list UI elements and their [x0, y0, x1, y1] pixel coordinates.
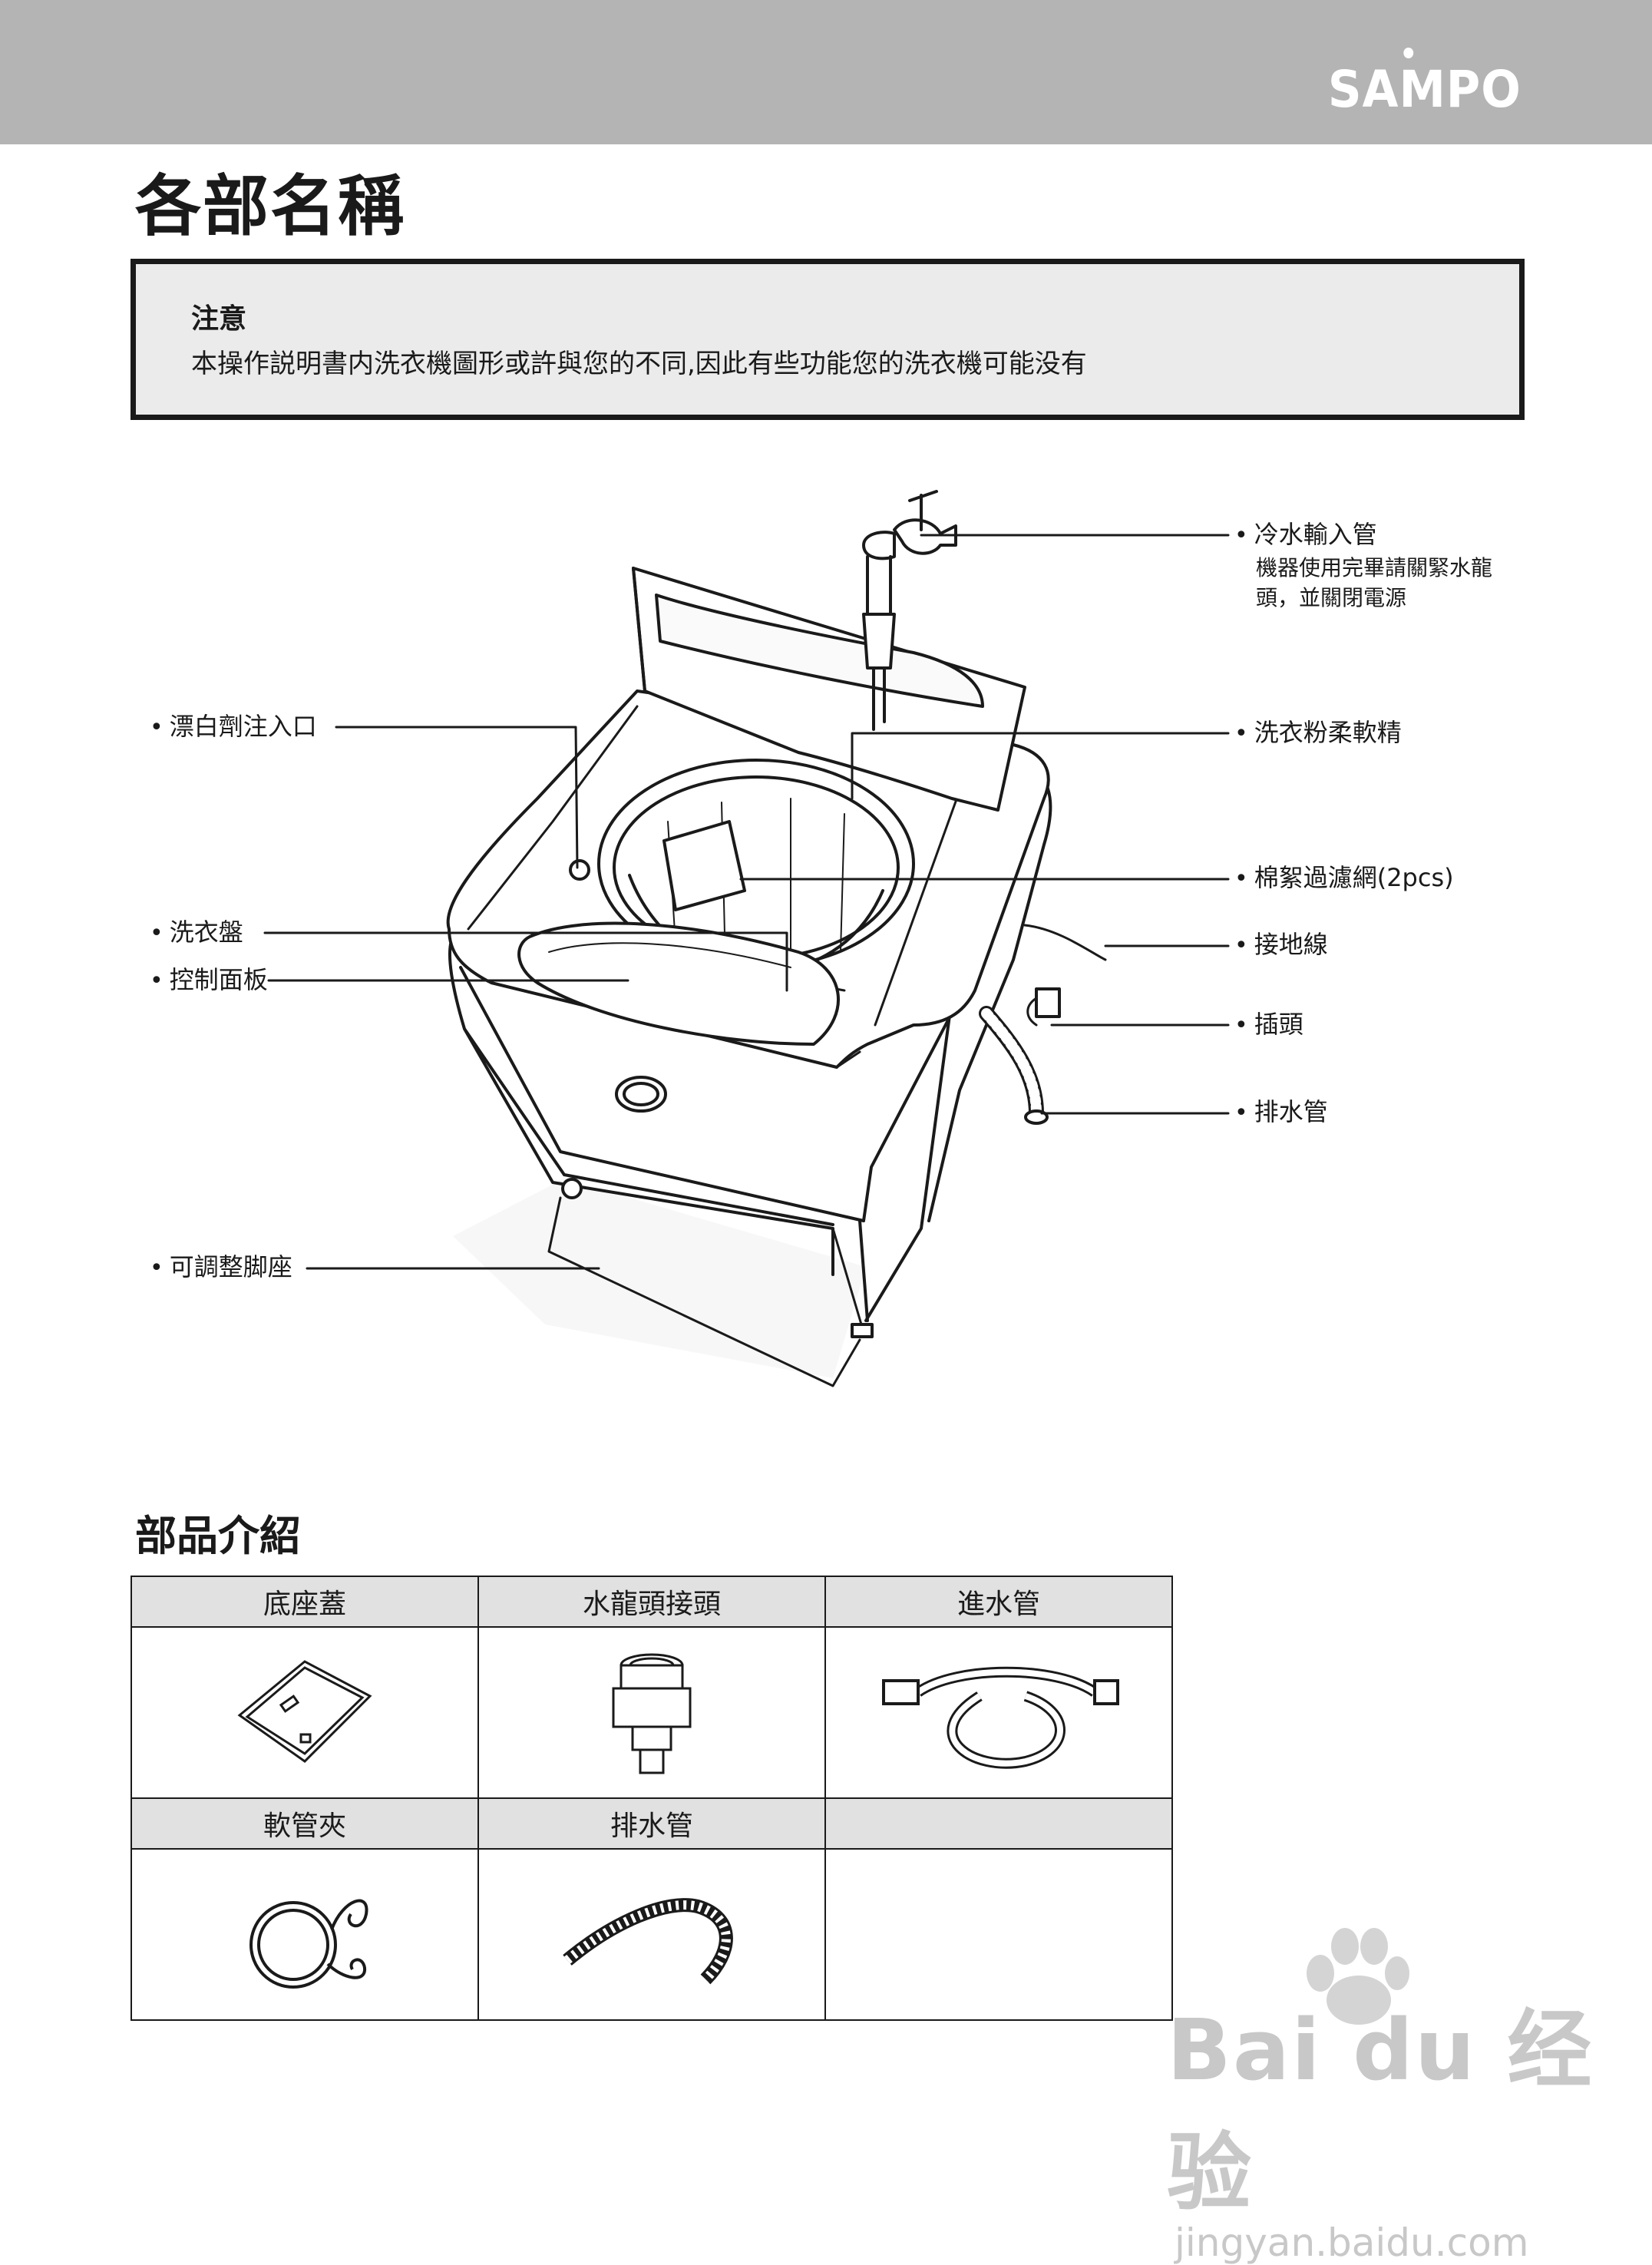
callout-bleach-inlet: •漂白劑注入口: [150, 711, 317, 743]
part-name-hose-clamp: 軟管夾: [131, 1797, 479, 1850]
bullet-icon: •: [1234, 720, 1248, 747]
bullet-icon: •: [1234, 522, 1248, 549]
part-name-base-cover: 底座蓋: [131, 1576, 479, 1628]
parts-header-row: 底座蓋 水龍頭接頭 進水管: [131, 1576, 1173, 1628]
watermark: Bai du 经验 jingyan.baidu.com: [1167, 1928, 1652, 2265]
paw-logo-icon: [1307, 1928, 1409, 2025]
watermark-main: Bai du 经验: [1167, 2001, 1594, 2222]
callout-tub: •洗衣盤: [150, 917, 243, 949]
part-image-cell-empty: [824, 1848, 1173, 2021]
part-image-cell: [131, 1626, 479, 1799]
label-bleach-inlet: 漂白劑注入口: [169, 712, 317, 741]
page-title: 各部名稱: [135, 168, 405, 245]
watermark-url: jingyan.baidu.com: [1175, 2220, 1529, 2265]
part-image-cell: [824, 1626, 1173, 1799]
label-cold-water-inlet: 冷水輸入管: [1254, 520, 1377, 549]
washing-machine-illustration: [263, 490, 1230, 1387]
label-lint-filter: 棉絮過濾網(2pcs): [1254, 863, 1454, 892]
base-cover-icon: [237, 1659, 372, 1763]
callout-drain-hose: •排水管: [1234, 1096, 1328, 1129]
label-control-panel: 控制面板: [169, 965, 268, 994]
part-name-tap-adapter: 水龍頭接頭: [477, 1576, 826, 1628]
parts-image-row: [131, 1626, 1173, 1799]
parts-header-row: 軟管夾 排水管: [131, 1797, 1173, 1850]
label-ground-wire: 接地線: [1254, 930, 1328, 959]
callout-adjustable-feet: •可調整脚座: [150, 1252, 292, 1284]
bullet-icon: •: [150, 967, 164, 994]
callout-plug: •插頭: [1234, 1009, 1303, 1041]
notice-box: 注意 本操作説明書内洗衣機圖形或許與您的不同,因此有些功能您的洗衣機可能没有: [131, 259, 1525, 420]
bullet-icon: •: [1234, 932, 1248, 959]
bullet-icon: •: [1234, 865, 1248, 892]
part-name-drain-hose: 排水管: [477, 1797, 826, 1850]
hose-clamp-icon: [249, 1899, 368, 1989]
bullet-icon: •: [150, 920, 164, 947]
header-band: [0, 0, 1652, 144]
bullet-icon: •: [1234, 1012, 1248, 1039]
label-drain-hose: 排水管: [1254, 1097, 1328, 1126]
bullet-icon: •: [150, 714, 164, 741]
part-image-cell: [477, 1848, 826, 2021]
inlet-hose-icon: [882, 1666, 1119, 1769]
cold-water-note: 機器使用完畢請關緊水龍頭，並關閉電源: [1256, 555, 1493, 610]
brand-name: SAMPO: [1328, 60, 1521, 119]
drain-hose-icon: [563, 1897, 733, 1984]
callout-softener: •洗衣粉柔軟精: [1234, 717, 1402, 749]
callout-cold-water-inlet: •冷水輸入管: [1234, 519, 1377, 551]
washing-machine-diagram: •冷水輸入管 機器使用完畢請關緊水龍頭，並關閉電源 •漂白劑注入口 •洗衣粉柔軟…: [0, 461, 1652, 1413]
label-tub: 洗衣盤: [169, 918, 243, 947]
logo-dot-icon: [1403, 48, 1414, 58]
parts-image-row: [131, 1848, 1173, 2021]
callout-lint-filter: •棉絮過濾網(2pcs): [1234, 862, 1454, 894]
notice-text: 本操作説明書内洗衣機圖形或許與您的不同,因此有些功能您的洗衣機可能没有: [191, 349, 1087, 379]
part-name-inlet-hose: 進水管: [824, 1576, 1173, 1628]
parts-table: 底座蓋 水龍頭接頭 進水管: [131, 1576, 1173, 2021]
bullet-icon: •: [150, 1255, 164, 1281]
notice-title: 注意: [191, 303, 247, 335]
parts-section-title: 部品介紹: [135, 1512, 301, 1560]
label-softener: 洗衣粉柔軟精: [1254, 718, 1402, 747]
part-name-empty: [824, 1797, 1173, 1850]
bullet-icon: •: [1234, 1099, 1248, 1126]
callout-control-panel: •控制面板: [150, 964, 268, 997]
brand-logo: SAMPO: [1328, 48, 1521, 119]
callout-ground-wire: •接地線: [1234, 929, 1328, 961]
label-plug: 插頭: [1254, 1010, 1303, 1039]
label-adjustable-feet: 可調整脚座: [169, 1252, 292, 1281]
tap-adapter-icon: [612, 1653, 692, 1774]
part-image-cell: [131, 1848, 479, 2021]
part-image-cell: [477, 1626, 826, 1799]
